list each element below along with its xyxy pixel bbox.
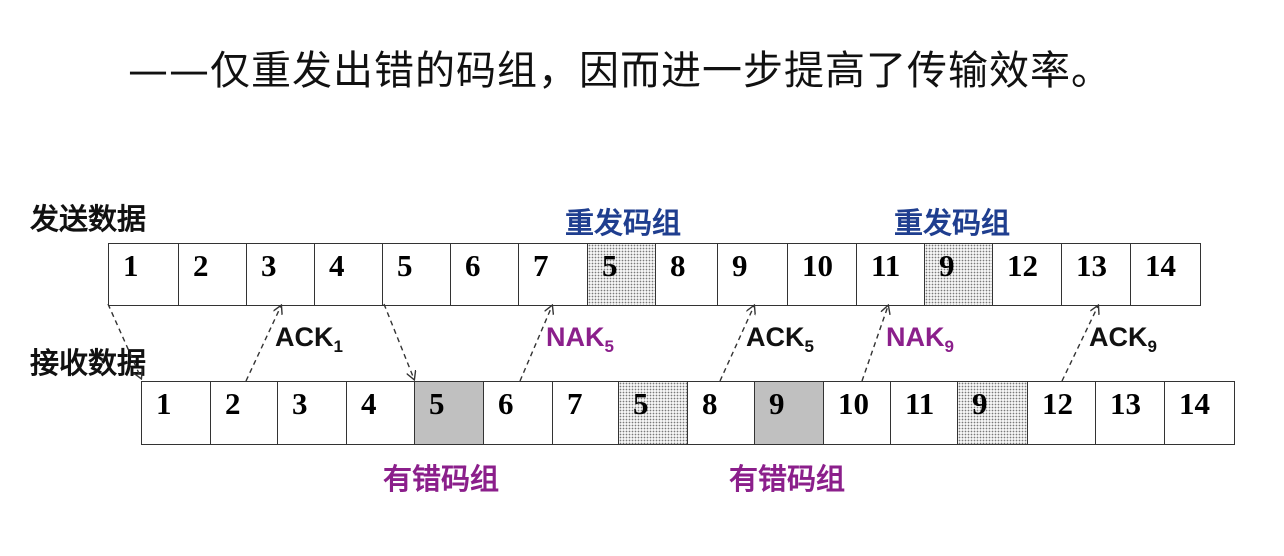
send-frame-number: 2 [193, 248, 209, 283]
receive-frame-15: 13 [1096, 382, 1165, 444]
receive-frame-9: 8 [688, 382, 755, 444]
receive-frame-number: 14 [1179, 386, 1210, 421]
send-frame-8: 5 [588, 244, 656, 305]
receive-frame-number: 9 [769, 386, 785, 421]
nak-text: NAK [886, 322, 945, 352]
dashed-arrow-3 [245, 306, 281, 382]
receive-frame-1: 1 [142, 382, 211, 444]
send-frame-number: 9 [732, 248, 748, 283]
ack-subscript: 5 [804, 337, 814, 356]
receive-frame-2: 2 [211, 382, 278, 444]
send-frame-11: 10 [788, 244, 857, 305]
receive-frame-number: 7 [567, 386, 583, 421]
send-frame-4: 4 [315, 244, 383, 305]
receive-data-label: 接收数据 [30, 346, 147, 380]
send-frame-10: 9 [718, 244, 788, 305]
receive-frame-8: 5 [619, 382, 688, 444]
ack-text: ACK [275, 322, 334, 352]
nak-subscript: 5 [604, 337, 614, 356]
ack-subscript: 1 [333, 337, 343, 356]
send-frame-number: 5 [602, 248, 618, 283]
receive-frame-number: 1 [156, 386, 172, 421]
receive-frame-11: 10 [824, 382, 891, 444]
send-frame-2: 2 [179, 244, 247, 305]
send-frame-7: 7 [519, 244, 588, 305]
resend-label-2: 重发码组 [894, 206, 1011, 240]
ack-text: ACK [1089, 322, 1148, 352]
send-frame-number: 7 [533, 248, 549, 283]
send-frame-14: 12 [993, 244, 1062, 305]
receive-frame-10: 9 [755, 382, 824, 444]
dashed-arrow-5 [719, 306, 754, 382]
send-frame-number: 1 [123, 248, 139, 283]
receive-frame-number: 9 [972, 386, 988, 421]
send-frame-number: 13 [1076, 248, 1107, 283]
send-frame-6: 6 [451, 244, 519, 305]
send-frame-number: 10 [802, 248, 833, 283]
send-frame-16: 14 [1131, 244, 1201, 305]
receive-frame-number: 6 [498, 386, 514, 421]
receive-frame-number: 5 [633, 386, 649, 421]
send-frame-number: 3 [261, 248, 277, 283]
send-frame-number: 12 [1007, 248, 1038, 283]
ack-label: ACK9 [1089, 322, 1157, 356]
nak-label: NAK5 [546, 322, 614, 356]
send-frame-3: 3 [247, 244, 315, 305]
send-frame-number: 14 [1145, 248, 1176, 283]
send-frame-1: 1 [109, 244, 179, 305]
ack-subscript: 9 [1147, 337, 1157, 356]
send-frame-number: 5 [397, 248, 413, 283]
receive-frame-number: 11 [905, 386, 935, 421]
receive-frame-number: 13 [1110, 386, 1141, 421]
receive-frame-14: 12 [1028, 382, 1096, 444]
receive-frame-4: 4 [347, 382, 415, 444]
receive-frame-6: 6 [484, 382, 553, 444]
dashed-arrow-4 [519, 306, 552, 382]
dashed-arrow-1 [107, 303, 141, 378]
send-frame-number: 6 [465, 248, 481, 283]
receive-frame-number: 5 [429, 386, 445, 421]
receive-frame-number: 8 [702, 386, 718, 421]
receive-frame-13: 9 [958, 382, 1028, 444]
receive-frame-number: 10 [838, 386, 869, 421]
dashed-arrow-2 [383, 303, 414, 379]
dashed-arrow-6 [861, 306, 888, 382]
receive-frame-7: 7 [553, 382, 619, 444]
send-frame-number: 9 [939, 248, 955, 283]
resend-label-1: 重发码组 [565, 206, 682, 240]
dashed-arrow-7 [1061, 306, 1098, 382]
error-label-1: 有错码组 [383, 462, 500, 496]
send-frame-number: 8 [670, 248, 686, 283]
receive-frame-3: 3 [278, 382, 347, 444]
send-data-label: 发送数据 [30, 202, 147, 236]
send-frame-number: 4 [329, 248, 345, 283]
receive-frame-number: 3 [292, 386, 308, 421]
receive-frame-12: 11 [891, 382, 958, 444]
send-frame-number: 11 [871, 248, 901, 283]
nak-text: NAK [546, 322, 605, 352]
receive-frame-number: 12 [1042, 386, 1073, 421]
receive-frame-number: 2 [225, 386, 241, 421]
send-frame-9: 8 [656, 244, 718, 305]
ack-label: ACK5 [746, 322, 814, 356]
receive-frame-5: 5 [415, 382, 484, 444]
ack-label: ACK1 [275, 322, 343, 356]
send-frame-12: 11 [857, 244, 925, 305]
send-frame-5: 5 [383, 244, 451, 305]
nak-label: NAK9 [886, 322, 954, 356]
send-frame-13: 9 [925, 244, 993, 305]
ack-text: ACK [746, 322, 805, 352]
receive-frame-16: 14 [1165, 382, 1235, 444]
error-label-2: 有错码组 [729, 462, 846, 496]
slide-heading: ——仅重发出错的码组，因而进一步提高了传输效率。 [128, 48, 1112, 94]
receive-frame-number: 4 [361, 386, 377, 421]
nak-subscript: 9 [944, 337, 954, 356]
send-frame-15: 13 [1062, 244, 1131, 305]
